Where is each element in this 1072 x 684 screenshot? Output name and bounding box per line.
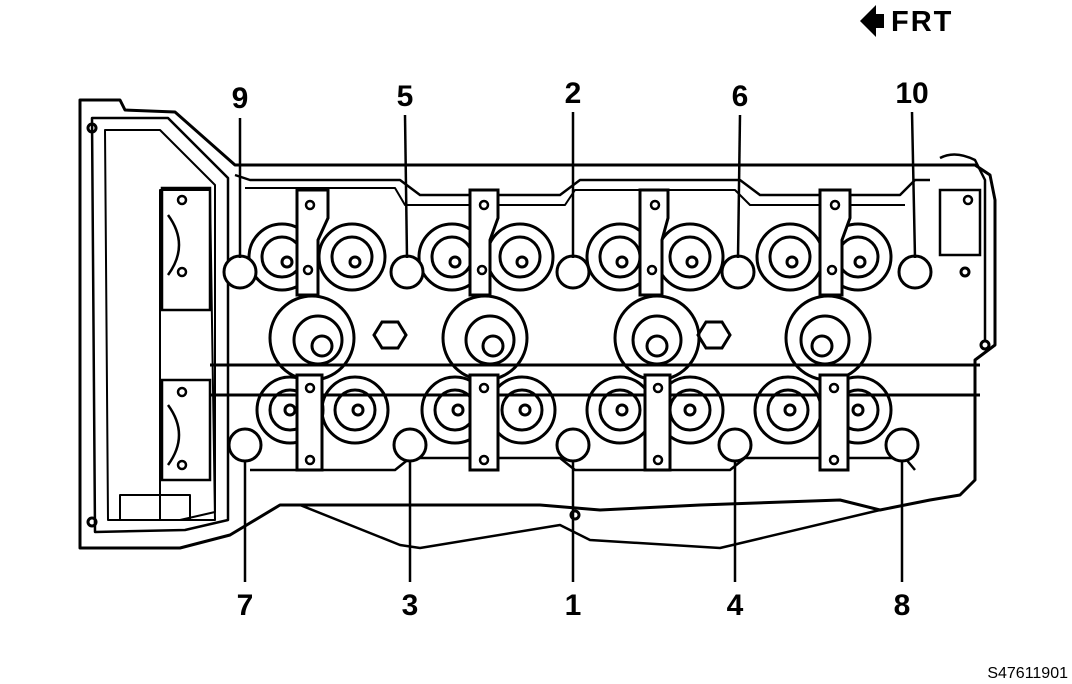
head-bolt-8: [884, 427, 920, 463]
bolt-label-6: 6: [732, 80, 749, 113]
head-bolt-7: [227, 427, 263, 463]
cap-bolt-holes: [302, 199, 841, 466]
reference-code: S47611901: [987, 665, 1068, 682]
bolt-labels-bottom: 7 3 1 4 8: [237, 589, 911, 622]
bolt-label-8: 8: [894, 589, 911, 622]
cylinder-head-outline: [78, 98, 997, 550]
bolt-label-2: 2: [565, 77, 582, 110]
head-bolt-1: [555, 427, 591, 463]
head-bolts: [222, 254, 933, 463]
frt-label: FRT: [891, 6, 953, 38]
end-bearing-caps: [160, 186, 982, 482]
hex-plug-right: [696, 320, 732, 350]
spark-plug-towers: [268, 294, 872, 382]
head-bolt-3: [392, 427, 428, 463]
head-bolt-6: [720, 254, 756, 290]
head-bolt-4: [717, 427, 753, 463]
bolt-label-10: 10: [895, 77, 928, 110]
head-bolt-2: [555, 254, 591, 290]
head-bolt-10: [897, 254, 933, 290]
bolt-label-7: 7: [237, 589, 254, 622]
hex-plug-left: [372, 320, 408, 350]
bolt-label-9: 9: [232, 82, 249, 115]
leader-lines: [238, 111, 917, 582]
head-bolt-5: [389, 254, 425, 290]
bolt-label-3: 3: [402, 589, 419, 622]
front-direction-indicator: FRT: [860, 5, 953, 38]
bolt-label-5: 5: [397, 80, 414, 113]
bolt-labels-top: 9 5 2 6 10: [232, 77, 929, 115]
bolt-label-1: 1: [565, 589, 582, 622]
bolt-label-4: 4: [727, 589, 744, 622]
head-bolt-9: [222, 254, 258, 290]
arrow-left-icon: [860, 5, 884, 37]
